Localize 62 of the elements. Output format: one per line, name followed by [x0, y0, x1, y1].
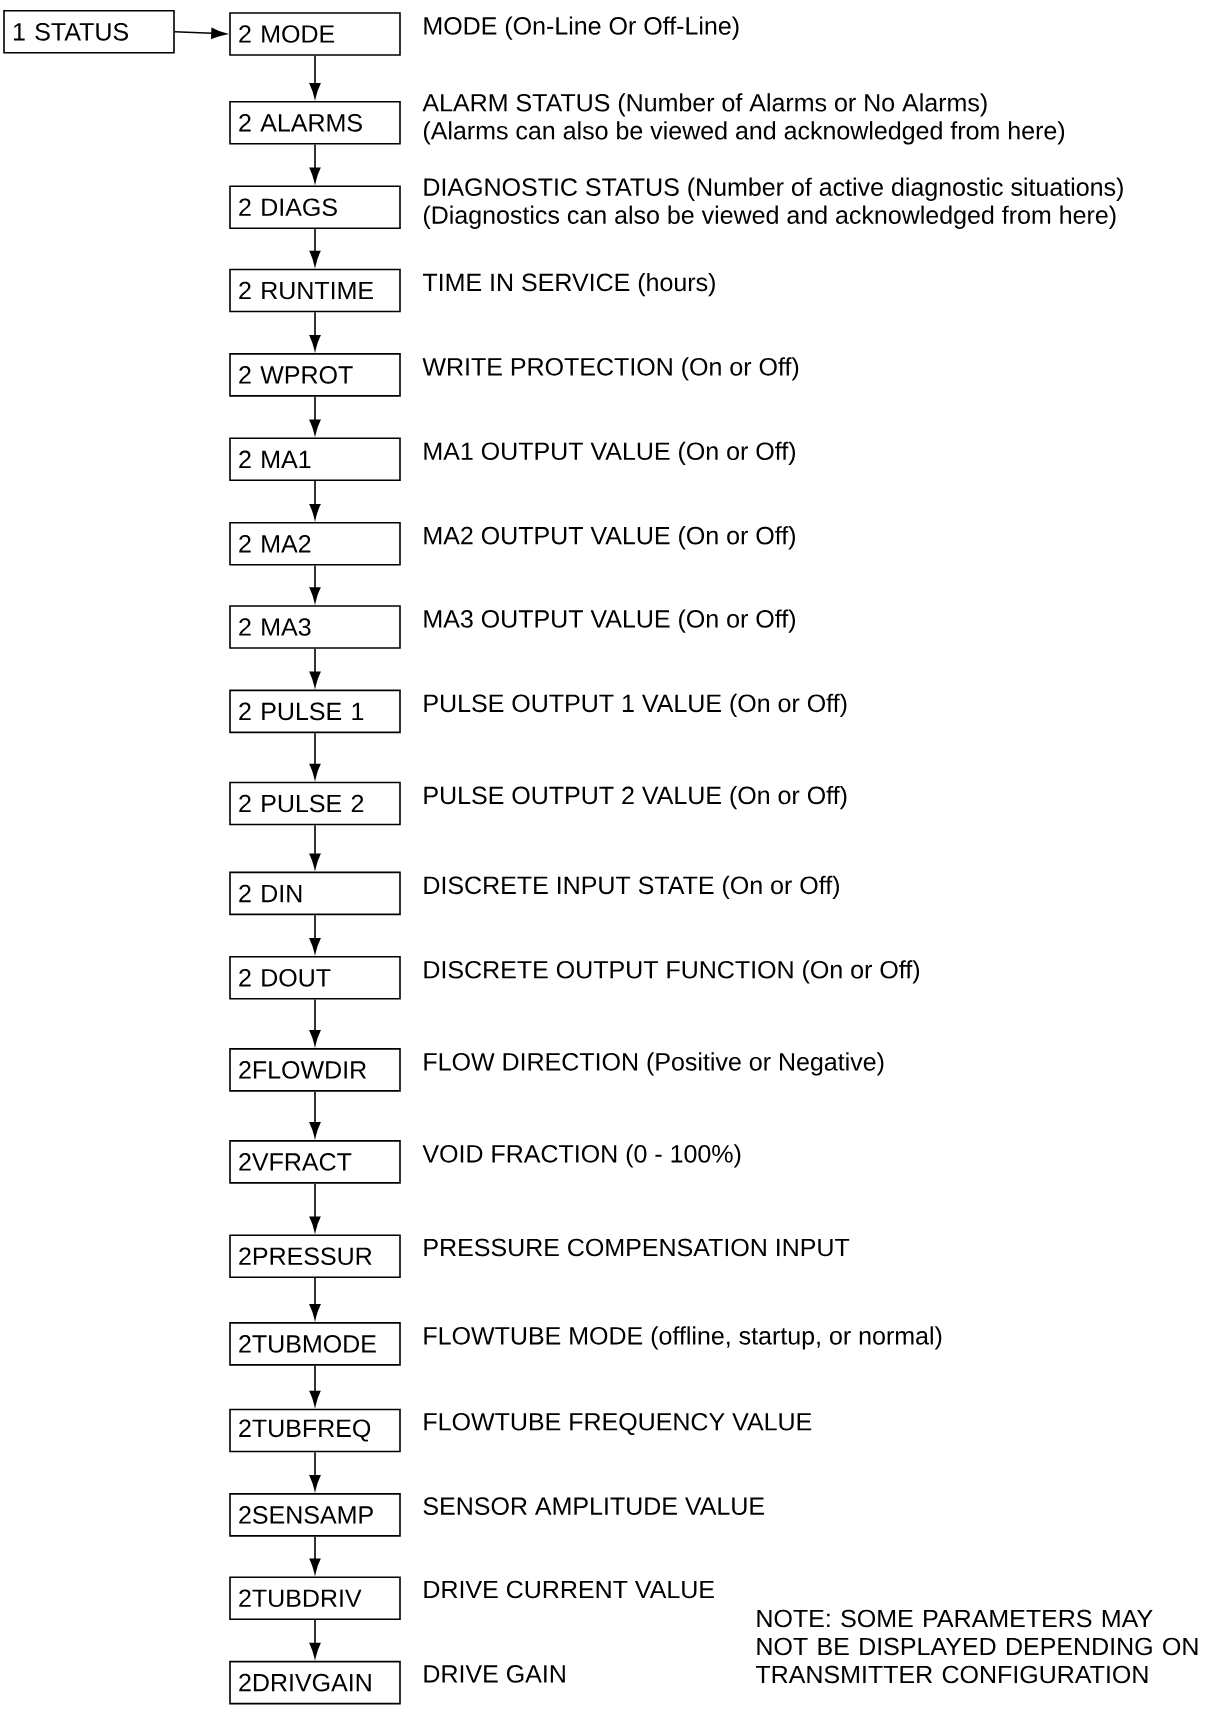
menu-box: 2 DOUT — [229, 956, 401, 1000]
menu-box: 2 MA1 — [229, 437, 401, 482]
menu-box: 2TUBDRIV — [229, 1576, 401, 1620]
arrow — [309, 1364, 321, 1406]
menu-box: 2PRESSUR — [229, 1234, 401, 1278]
menu-box: 2DRIVGAIN — [229, 1660, 401, 1705]
description-text: PRESSURE COMPENSATION INPUT — [424, 1238, 850, 1257]
arrow — [309, 55, 321, 99]
arrow — [309, 648, 321, 687]
description-text: FLOW DIRECTION (Positive or Negative) — [424, 1052, 884, 1076]
arrow — [174, 27, 227, 39]
arrow — [309, 732, 321, 779]
arrow — [309, 1619, 321, 1658]
arrow — [309, 998, 321, 1046]
description-text: FLOWTUBE MODE (offline, startup, or normal) — [424, 1326, 942, 1350]
arrow — [309, 1182, 321, 1232]
arrow — [309, 1090, 321, 1138]
menu-box: 2FLOWDIR — [229, 1048, 401, 1092]
menu-box: 2TUBMODE — [229, 1322, 401, 1366]
description-text: VOID FRACTION (0 - 100%) — [422, 1144, 741, 1168]
arrow — [309, 914, 321, 954]
description-text: MA1 OUTPUT VALUE (On or Off) — [424, 441, 795, 465]
menu-box: 2 DIN — [229, 871, 401, 916]
description-text: WRITE PROTECTION (On or Off) — [422, 357, 799, 381]
arrow — [309, 1277, 321, 1320]
description-text: DISCRETE OUTPUT FUNCTION (On or Off) — [424, 960, 920, 984]
menu-box: 2TUBFREQ — [229, 1408, 401, 1453]
arrow — [309, 1451, 321, 1491]
arrow — [309, 311, 321, 351]
menu-box: 2 RUNTIME — [229, 268, 401, 313]
menu-box: 2 PULSE 1 — [229, 689, 401, 734]
menu-box: 2SENSAMP — [229, 1493, 401, 1537]
description-text: FLOWTUBE FREQUENCY VALUE — [424, 1412, 812, 1436]
arrow — [309, 228, 321, 266]
arrow — [309, 824, 321, 869]
menu-box: 1 STATUS — [3, 10, 175, 54]
description-text: TIME IN SERVICE (hours) — [422, 272, 715, 297]
menu-box: 2VFRACT — [229, 1140, 401, 1184]
arrow — [309, 143, 321, 183]
menu-box: 2 WPROT — [229, 353, 401, 397]
description-text: ALARM STATUS (Number of Alarms or No Alarms) (Alarms can also be viewed and acknowledged from here) — [422, 93, 1065, 145]
menu-box: 2 DIAGS — [229, 185, 401, 229]
menu-box: 2 MODE — [229, 12, 401, 56]
description-text: MODE (On-Line Or Off-Line) — [424, 16, 739, 40]
note-text: NOTE: SOME PARAMETERS MAY NOT BE DISPLAYED DEPENDING ON TRANSMITTER CONFIGURATION — [755, 1609, 1198, 1684]
menu-box: 2 PULSE 2 — [229, 781, 401, 826]
description-text: DISCRETE INPUT STATE (On or Off) — [424, 875, 839, 900]
description-text: DRIVE CURRENT VALUE — [424, 1580, 714, 1599]
arrow — [309, 564, 321, 603]
menu-box: 2 MA2 — [229, 521, 401, 566]
description-text: PULSE OUTPUT 2 VALUE (On or Off) — [424, 785, 847, 810]
arrow — [309, 1535, 321, 1574]
arrow — [309, 395, 321, 435]
description-text: MA2 OUTPUT VALUE (On or Off) — [424, 526, 795, 550]
menu-box: 2 ALARMS — [229, 101, 401, 145]
description-text: MA3 OUTPUT VALUE (On or Off) — [424, 609, 795, 633]
menu-box: 2 MA3 — [229, 605, 401, 649]
arrow — [309, 480, 321, 519]
description-text: PULSE OUTPUT 1 VALUE (On or Off) — [424, 693, 847, 718]
description-text: DIAGNOSTIC STATUS (Number of active diagnostic situations) (Diagnostics can also be viewed and acknowledged from here) — [423, 177, 1123, 229]
description-text: SENSOR AMPLITUDE VALUE — [423, 1497, 764, 1515]
description-text: DRIVE GAIN — [424, 1665, 565, 1683]
